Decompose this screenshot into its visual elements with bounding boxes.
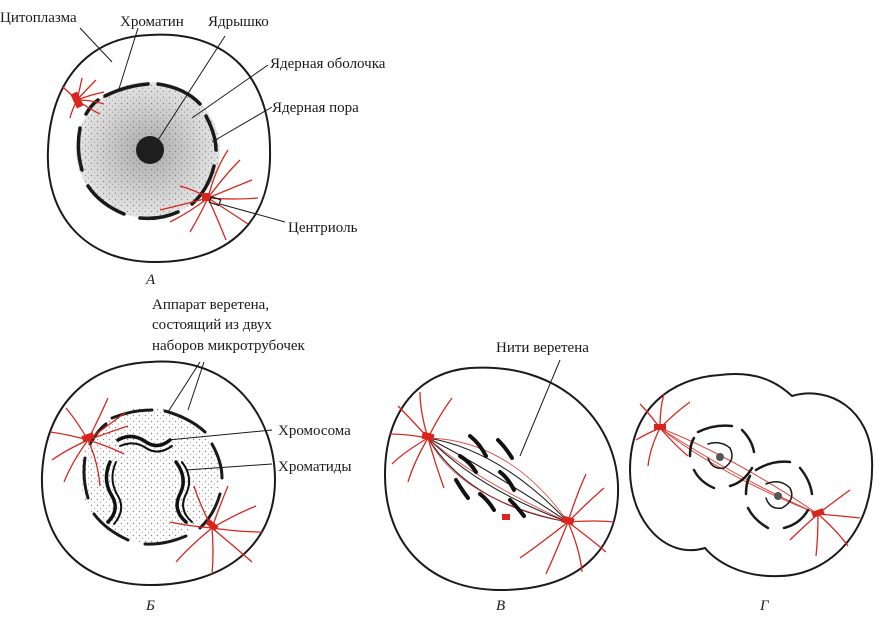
label-spindle-fibers: Нити веретена [496, 340, 589, 356]
label-spindle-line-2: состоящий из двух [152, 317, 272, 333]
leader-cytoplasm [79, 27, 113, 63]
label-nuclear-pore: Ядерная пора [272, 100, 359, 116]
nucleus-b [80, 407, 224, 546]
panel-letter-g: Г [759, 598, 770, 614]
label-spindle-line-3: наборов микротрубочек [152, 338, 306, 354]
panel-letter-v: В [496, 598, 505, 614]
aster-v-left [389, 391, 453, 489]
leader-pore [211, 106, 273, 143]
label-chromosome: Хромосома [278, 423, 351, 439]
label-cytoplasm: Цитоплазма [0, 10, 77, 26]
nucleus-a [76, 82, 220, 221]
label-nuclear-envelope: Ядерная оболочка [270, 56, 386, 72]
daughter-nucleus-g-2 [744, 460, 814, 530]
leader-centriole [219, 203, 286, 223]
label-centriole: Центриоль [288, 220, 358, 236]
centriole-a-1 [202, 193, 210, 201]
panel-letter-b: Б [145, 598, 155, 614]
cell-membrane-a [46, 33, 272, 264]
chromosomes-v [454, 434, 526, 518]
panel-letter-a: А [145, 272, 156, 288]
daughter-nucleus-g-1 [688, 424, 756, 490]
spindle-fibers-v-red [427, 437, 569, 523]
label-chromatids: Хроматиды [278, 459, 352, 475]
cell-membrane-v [383, 366, 620, 592]
nuclear-envelope-a [76, 82, 218, 221]
spindle-fibers-g [659, 427, 819, 515]
leader-spindle-1 [167, 361, 201, 413]
leader-chromatids [185, 463, 273, 471]
aster-v-right [519, 473, 615, 575]
centriole-g-2 [811, 508, 825, 518]
centriole-v-2 [561, 515, 575, 526]
cell-membrane-g [628, 373, 874, 578]
leader-spindle-2 [187, 361, 205, 411]
cell-membrane-b [40, 360, 277, 587]
centromere-v [502, 514, 510, 520]
label-chromatin: Хроматин [120, 14, 184, 30]
nuclear-envelope-b [82, 408, 224, 546]
chromosomes-b [104, 434, 193, 525]
centriole-a-2 [208, 195, 222, 207]
cell-v: Нити веретена В [383, 340, 620, 614]
leader-chromosome [167, 429, 273, 441]
leader-nucleolus [157, 35, 226, 141]
cell-a: Цитоплазма Хроматин Ядрышко Ядерная обол… [0, 10, 386, 288]
cell-g: Г [628, 373, 874, 614]
centriole-v-1 [421, 431, 435, 442]
leader-spindle-fibers [519, 359, 561, 457]
leader-chromatin [117, 27, 139, 93]
centriole-g-1 [654, 424, 666, 430]
leader-envelope [191, 64, 269, 119]
centriole-b-2 [205, 518, 219, 532]
cell-b: Аппарат веретена, состоящий из двух набо… [40, 297, 352, 614]
label-spindle-line-1: Аппарат веретена, [152, 297, 269, 313]
label-nucleolus: Ядрышко [208, 14, 269, 30]
centriole-b-1 [81, 432, 95, 442]
spindle-fibers-v [427, 437, 569, 523]
aster-g-right [789, 489, 861, 557]
aster-a-left [61, 77, 105, 119]
nucleolus-a [136, 136, 164, 164]
